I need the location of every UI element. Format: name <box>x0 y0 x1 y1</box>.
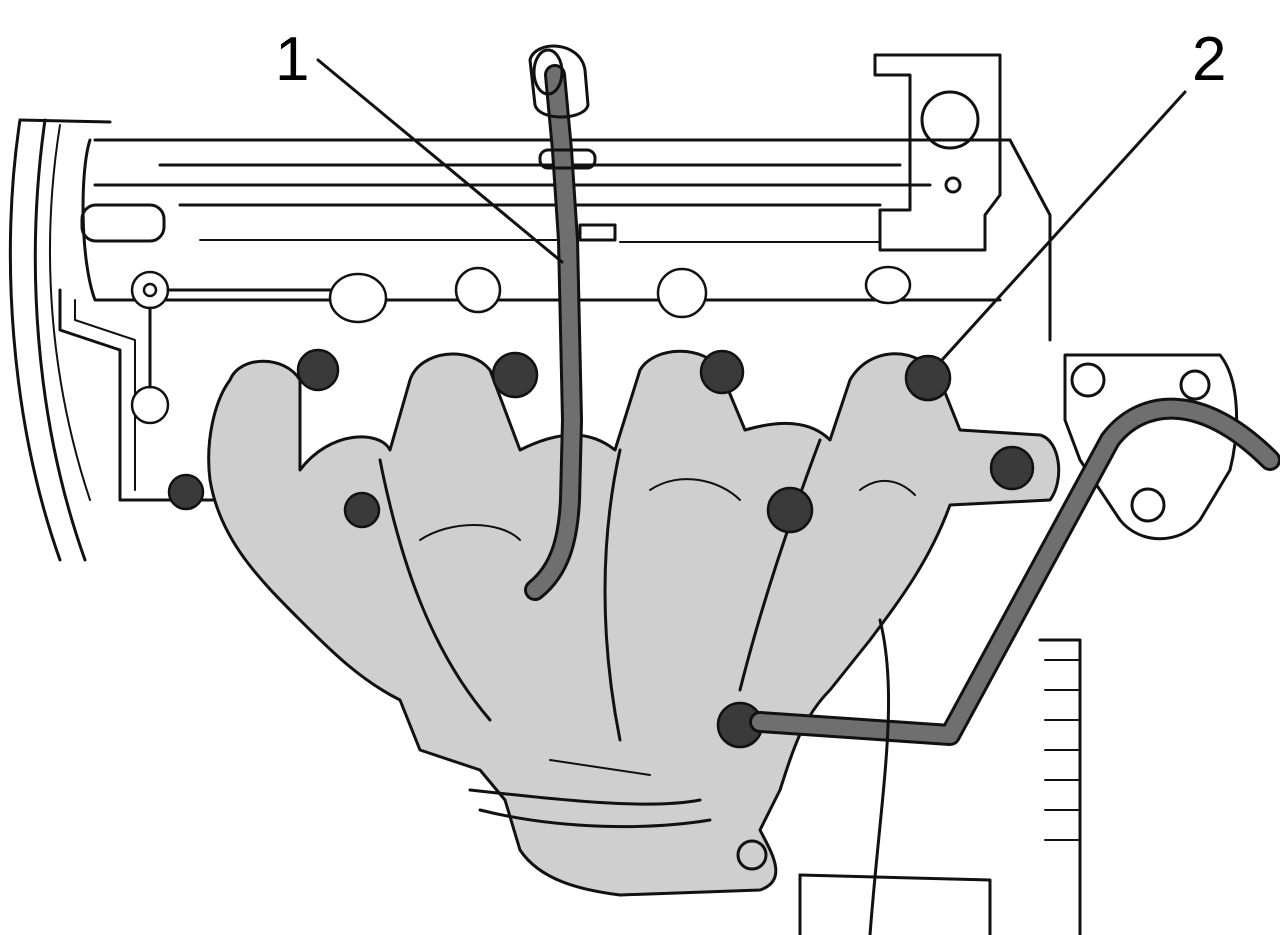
dipstick-tube <box>524 44 597 601</box>
callout-leaders <box>316 58 1187 362</box>
manifold-nut-icon <box>699 349 745 395</box>
manifold-nuts <box>167 348 1035 749</box>
stud-icon <box>130 385 170 425</box>
manifold-nut-icon <box>989 445 1035 491</box>
upper-stud-row <box>130 265 912 425</box>
stud-icon <box>328 272 388 324</box>
manifold-nut-icon <box>904 354 952 402</box>
manifold-nut-icon <box>343 491 381 529</box>
stud-icon <box>864 265 912 305</box>
radiator-fins <box>798 618 1082 935</box>
exhaust-manifold <box>207 349 1061 897</box>
callout-label-2: 2 <box>1192 25 1226 94</box>
callout-label-1: 1 <box>275 25 309 94</box>
stud-icon <box>656 267 708 319</box>
right-flange <box>1063 353 1239 541</box>
leader-line-2 <box>940 90 1187 362</box>
manifold-nut-icon <box>296 348 340 392</box>
timing-cover-outline <box>8 118 112 562</box>
manifold-nut-icon <box>167 473 205 511</box>
manifold-nut-icon <box>491 351 539 399</box>
stud-icon <box>454 266 502 314</box>
leader-line-1 <box>316 58 564 264</box>
egr-pipe <box>749 397 1280 746</box>
manifold-nut-icon <box>766 486 814 534</box>
head-bracket <box>873 53 1052 342</box>
